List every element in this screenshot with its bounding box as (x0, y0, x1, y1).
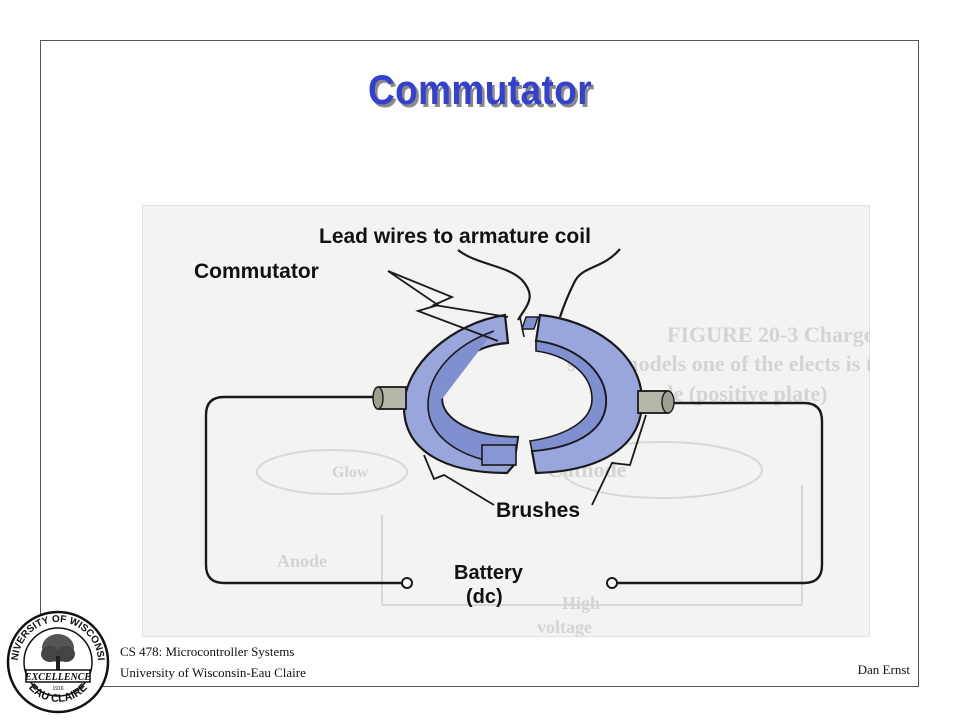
paper-background (142, 205, 870, 637)
svg-text:FIGURE 20-3 Charge tube. In: FIGURE 20-3 Charge tube. In (667, 322, 870, 347)
brush-left (372, 386, 407, 410)
lead-wires (457, 248, 621, 321)
footer-author: Dan Ernst (857, 662, 910, 677)
leader-lines (387, 270, 647, 506)
brush-right (637, 390, 675, 414)
svg-text:voltage: voltage (537, 617, 592, 637)
commutator-diagram: FIGURE 20-3 Charge tube. In some models … (142, 205, 870, 637)
brushes (372, 386, 675, 414)
svg-text:Glow: Glow (332, 464, 369, 481)
commutator-ring (402, 313, 644, 475)
svg-text:High: High (562, 593, 600, 613)
circuit-wires (204, 395, 824, 585)
university-seal-logo: UNIVERSITY OF WISCONSIN EAU CLAIRE EXCEL… (4, 604, 110, 714)
seal-middle-text: EXCELLENCE (24, 672, 91, 683)
diagram-labels: Lead wires to armature coil Commutator B… (194, 225, 591, 608)
footer-left: CS 478: Microcontroller Systems Universi… (120, 641, 306, 683)
seal-year: 1916 (52, 686, 63, 692)
slide-title: Commutator (367, 66, 593, 113)
battery-terminal-left (401, 577, 413, 589)
footer-course: CS 478: Microcontroller Systems (120, 644, 295, 659)
tree-icon (41, 634, 75, 670)
slide-frame (40, 40, 919, 687)
footer-university: University of Wisconsin-Eau Claire (120, 665, 306, 680)
label-battery-dc: (dc) (466, 586, 503, 608)
svg-text:Anode: Anode (277, 551, 327, 571)
battery-terminal-right (606, 577, 618, 589)
label-commutator: Commutator (194, 260, 319, 283)
label-brushes: Brushes (496, 499, 580, 522)
label-lead-wires: Lead wires to armature coil (319, 225, 591, 248)
label-battery: Battery (454, 562, 524, 584)
